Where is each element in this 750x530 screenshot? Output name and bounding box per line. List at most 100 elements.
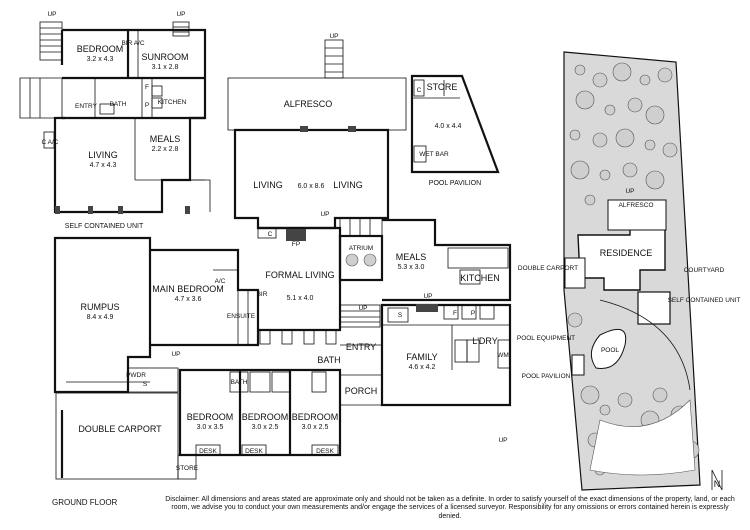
pool-pavilion [410,74,500,174]
tree-icon [645,105,665,125]
fireplace-label: FP [292,241,300,248]
pavilion-store-label: STORE [427,82,458,92]
bedroom-2-label: BEDROOM [187,412,234,422]
living-left-label: LIVING [253,180,283,190]
ac-label: A/C [215,278,226,285]
tree-icon [580,385,600,405]
pavilion-wet-bar: WET BAR [419,151,449,158]
rumpus-label: RUMPUS [80,302,119,312]
unit-caption: SELF CONTAINED UNIT [65,223,144,230]
site-self-contained-unit: SELF CONTAINED UNIT [668,297,741,304]
main-bedroom-dim: 4.7 x 3.6 [175,296,202,303]
site-double-carport: DOUBLE CARPORT [518,265,578,272]
unit-up-2: UP [176,11,185,18]
p-label: P [471,310,475,317]
tree-icon [612,62,632,82]
site-plan [563,51,723,491]
desk-label-1: DESK [199,448,217,455]
bath-small-label: BATH [231,379,248,386]
family-dim: 4.6 x 4.2 [409,364,436,371]
tree-icon [599,404,611,416]
tree-icon [592,72,608,88]
site-residence: RESIDENCE [600,248,653,258]
living-dim: 6.0 x 8.6 [298,183,325,190]
family-label: FAMILY [406,352,437,362]
unit-bath-label: BATH [110,101,127,108]
unit-c-ac-label: C A/C [42,139,59,146]
kitchen-label: KITCHEN [460,273,500,283]
up-label-entry: UP [358,305,367,312]
bath-label: BATH [317,355,340,365]
tree-icon [662,142,678,158]
site-pool-pavilion: POOL PAVILION [522,373,571,380]
main-house [53,217,512,480]
desk-label-2: DESK [245,448,263,455]
entry-label: ENTRY [346,342,376,352]
unit-up-1: UP [47,11,56,18]
s-label-family: S [398,312,403,319]
alfresco-up: UP [329,33,338,40]
unit-sunroom-dim: 3.1 x 2.8 [152,64,179,71]
unit-bedroom-label: BEDROOM [77,44,124,54]
unit-p-label: P [145,102,149,109]
c-label-living: C [268,231,273,238]
site-alfresco: ALFRESCO [618,202,653,209]
pavilion-caption: POOL PAVILION [429,180,481,187]
tree-icon [604,104,616,116]
self-contained-unit [19,21,211,214]
living-right-label: LIVING [333,180,363,190]
formal-living-dim: 5.1 x 4.0 [287,295,314,302]
tree-icon [574,64,586,76]
site-up: UP [625,188,634,195]
pwdr-label: PWDR [126,372,146,379]
up-label-atrium: UP [320,211,329,218]
pavilion-c-label: C [417,87,422,94]
tree-icon [599,169,611,181]
double-carport-label: DOUBLE CARPORT [78,424,162,434]
atrium-label: ATRIUM [349,245,373,252]
tree-icon [657,67,673,83]
unit-bedroom-dim: 3.2 x 4.3 [87,56,114,63]
up-label-family: UP [423,293,432,300]
laundry-label: L'DRY [472,336,498,346]
unit-bir-ac-label: BIR A/C [121,40,144,47]
tree-icon [652,387,668,403]
unit-f-label: F [145,84,149,91]
bedroom-3-label: BEDROOM [242,412,289,422]
page-title: GROUND FLOOR [52,498,118,507]
tree-icon [622,162,638,178]
tree-icon [645,170,665,190]
tree-icon [567,312,583,328]
bedroom-3-dim: 3.0 x 2.5 [252,424,279,431]
desk-label-3: DESK [316,448,334,455]
bir-label: BIR [257,291,268,298]
tree-icon [627,97,643,113]
tree-icon [592,132,608,148]
s-label: S [143,381,148,388]
bedroom-2-dim: 3.0 x 3.5 [197,424,224,431]
up-label-rumpus: UP [171,351,180,358]
f-label: F [453,310,457,317]
unit-sunroom-label: SUNROOM [142,52,189,62]
pavilion-dim: 4.0 x 4.4 [435,123,462,130]
up-label-porch: UP [498,437,507,444]
unit-meals-dim: 2.2 x 2.8 [152,146,179,153]
alfresco-label: ALFRESCO [284,99,333,109]
unit-meals-label: MEALS [150,134,181,144]
unit-living-label: LIVING [88,150,118,160]
tree-icon [617,392,633,408]
site-courtyard: COURTYARD [684,267,725,274]
site-pool: POOL [601,347,619,354]
tree-icon [575,90,595,110]
site-pool-equipment: POOL EQUIPMENT [517,335,575,342]
porch-label: PORCH [345,386,378,396]
tree-icon [570,160,590,180]
tree-icon [569,129,581,141]
store-label: STORE [176,465,199,472]
rumpus-dim: 8.4 x 4.9 [87,314,114,321]
meals-dim: 5.3 x 3.0 [398,264,425,271]
labels: BEDROOM 3.2 x 4.3 SUNROOM 3.1 x 2.8 MEAL… [42,11,741,489]
tree-icon [584,194,596,206]
disclaimer-text: Disclaimer: All dimensions and areas sta… [165,496,735,520]
